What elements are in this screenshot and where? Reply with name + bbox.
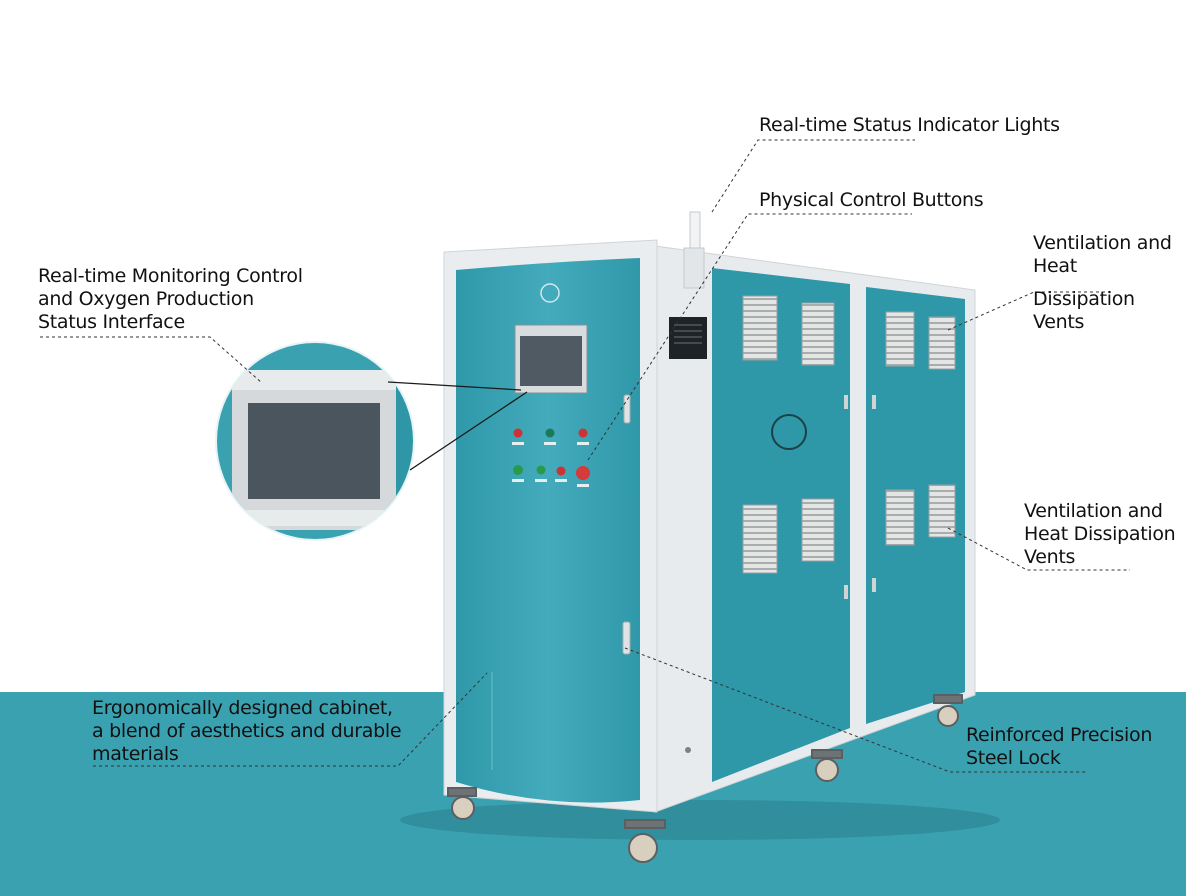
side-door-left: [712, 268, 850, 782]
callout-control-buttons: Physical Control Buttons: [759, 189, 984, 211]
vent-group-bottom: [742, 484, 956, 574]
vent-group-top: [742, 295, 956, 370]
side-logo-icon: [771, 414, 807, 450]
side-door-right: [866, 287, 965, 724]
magnified-screen: [215, 341, 415, 541]
front-door: [456, 258, 640, 803]
control-buttons-group: [512, 428, 590, 487]
front-logo-icon: [540, 283, 560, 303]
callout-lock: Reinforced Precision Steel Lock: [966, 724, 1153, 769]
callout-status-lights: Real-time Status Indicator Lights: [759, 114, 1060, 136]
steel-lock: [622, 621, 631, 655]
status-light-tower: [689, 211, 701, 249]
callout-vents-bottom: Ventilation and Heat Dissipation Vents: [1024, 500, 1176, 568]
info-plate: [669, 317, 707, 359]
callout-cabinet: Ergonomically designed cabinet, a blend …: [92, 697, 402, 765]
callout-vents-top: Ventilation and Heat Dissipation Vents: [1033, 232, 1172, 333]
front-handle-top: [623, 394, 631, 424]
casters: [447, 694, 963, 863]
callout-monitoring-interface: Real-time Monitoring Control and Oxygen …: [38, 265, 303, 333]
